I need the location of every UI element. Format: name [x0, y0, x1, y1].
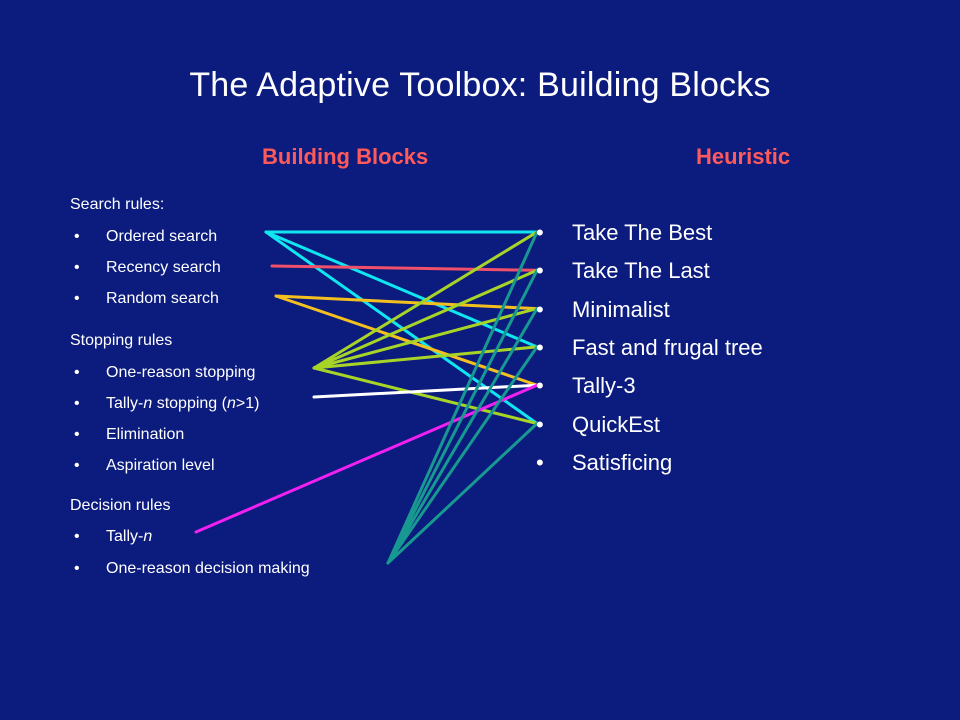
group-label: Stopping rules [70, 332, 173, 349]
heuristic-item: • Satisficing [536, 449, 673, 476]
item-text: One-reason decision making [106, 560, 310, 577]
building-blocks-heading: Building Blocks [262, 144, 429, 169]
building-block-item: • Elimination [74, 426, 185, 444]
heuristic-item: • Fast and frugal tree [536, 334, 763, 361]
bullet-marker: • [536, 411, 544, 437]
bullet-marker: • [74, 528, 80, 545]
bullet-marker: • [74, 560, 80, 577]
link-onereason_dec-to-fft [386, 345, 539, 565]
link-random-to-tally3 [274, 294, 539, 387]
item-text: stopping ( [152, 395, 227, 412]
bullet-marker: • [74, 457, 80, 474]
heuristic-item: • Take The Last [536, 258, 710, 284]
heuristic-item: • QuickEst [536, 411, 661, 438]
bullet-marker: • [536, 334, 544, 360]
heuristic-label: Take The Last [572, 258, 710, 284]
building-block-item: • Ordered search [74, 228, 218, 246]
bullet-marker: • [74, 426, 80, 443]
bullet-marker: • [536, 258, 544, 284]
heuristic-label: Fast and frugal tree [572, 334, 763, 360]
item-text: >1) [235, 395, 260, 412]
link-onereason_dec-to-ttl [386, 268, 539, 565]
item-text: n [143, 528, 153, 545]
bullet-marker: • [536, 296, 544, 322]
bullet-marker: • [74, 228, 80, 245]
bullet-marker: • [74, 259, 80, 276]
link-onereason_dec-to-ttb [386, 230, 539, 565]
item-text: Aspiration level [106, 457, 215, 474]
link-recency-to-ttl [270, 264, 539, 272]
item-text: Random search [106, 290, 219, 307]
building-block-item: • Aspiration level [74, 457, 215, 475]
item-text: Ordered search [106, 228, 218, 245]
item-text: Tally- [106, 395, 144, 412]
link-onereason_stop-to-quickest [312, 366, 539, 425]
heuristic-label: Minimalist [572, 296, 670, 322]
slide-title: The Adaptive Toolbox: Building Blocks [189, 66, 771, 104]
link-tally_stop-to-tally3 [312, 383, 539, 399]
heuristic-item: • Minimalist [536, 296, 670, 323]
bullet-marker: • [536, 373, 544, 399]
bullet-marker: • [536, 449, 544, 475]
link-onereason_stop-to-ttl [312, 268, 539, 370]
building-block-item: •Tally-n stopping (n>1) [74, 395, 260, 413]
bullet-marker: • [74, 395, 80, 412]
building-block-item: • Tally-n [74, 528, 153, 546]
building-block-item: • Recency search [74, 259, 221, 277]
group-label: Search rules: [70, 196, 165, 213]
link-ordered-to-fft [264, 230, 539, 349]
item-text: n [143, 395, 153, 412]
link-tally_dec-to-tally3 [194, 383, 539, 534]
link-onereason_dec-to-quickest [386, 422, 539, 565]
heuristic-label: Take The Best [572, 220, 713, 245]
building-block-item: • One-reason stopping [74, 364, 256, 382]
link-onereason_stop-to-ttb [312, 230, 539, 370]
item-text: Tally- [106, 528, 144, 545]
building-block-item: • One-reason decision making [74, 560, 310, 578]
item-text: Elimination [106, 426, 185, 443]
item-text: Recency search [106, 259, 221, 276]
link-onereason_dec-to-min [386, 307, 539, 565]
heuristic-item: • Tally-3 [536, 373, 636, 399]
item-text: One-reason stopping [106, 364, 256, 381]
heuristic-label: Satisficing [572, 449, 673, 475]
heuristic-label: Tally-3 [572, 373, 636, 399]
group-label: Decision rules [70, 497, 171, 514]
bullet-marker: • [74, 364, 80, 381]
link-onereason_stop-to-fft [312, 345, 539, 370]
link-random-to-min [274, 294, 539, 311]
heuristic-item: • Take The Best [536, 220, 713, 246]
link-onereason_stop-to-min [312, 307, 539, 370]
link-ordered-to-quickest [264, 230, 539, 425]
item-text: n [226, 395, 236, 412]
heuristic-heading: Heuristic [696, 144, 791, 169]
building-block-item: • Random search [74, 290, 219, 308]
bullet-marker: • [536, 220, 544, 245]
heuristic-label: QuickEst [572, 411, 661, 437]
bullet-marker: • [74, 290, 80, 307]
